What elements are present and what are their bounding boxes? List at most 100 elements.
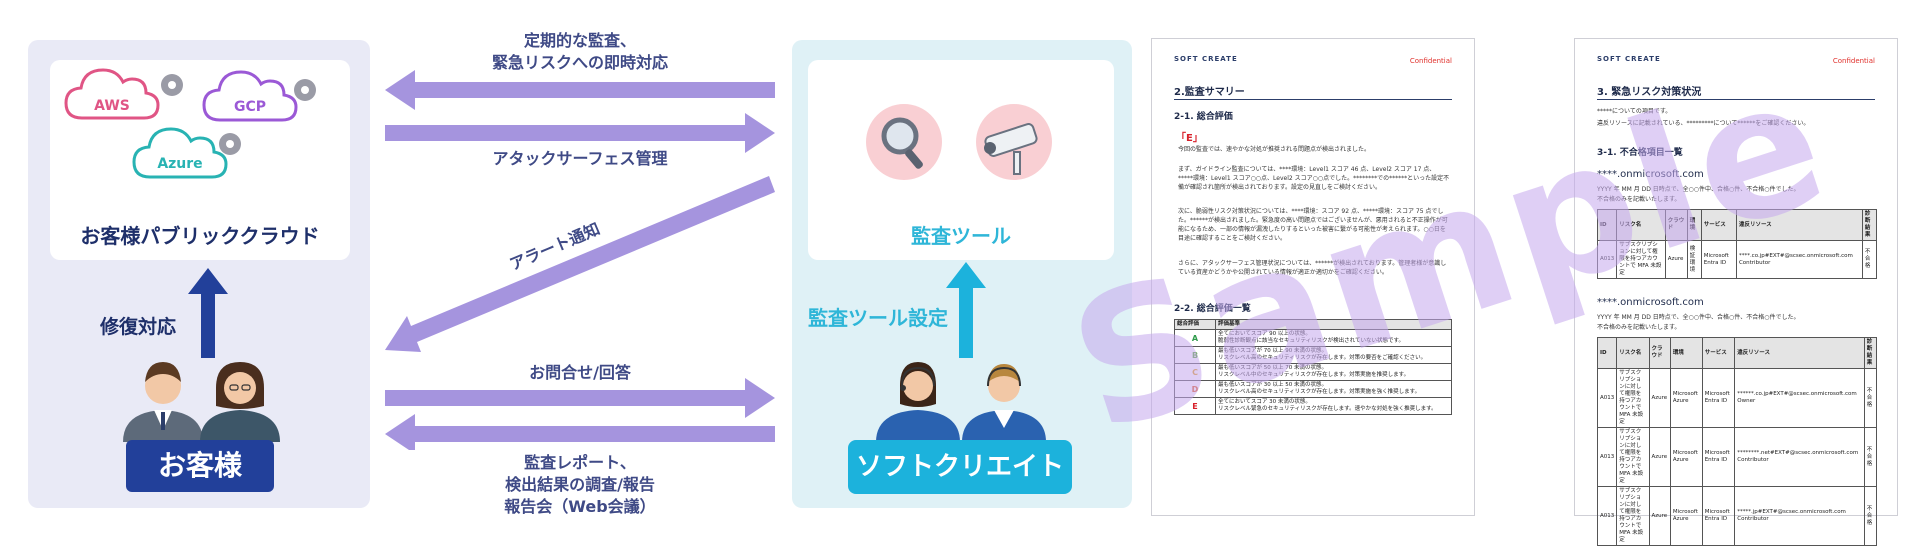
alert-arrow (385, 176, 775, 352)
table-cell-id: A013 (1596, 427, 1618, 487)
periodic-audit-label-line2: 緊急リスクへの即時対応 (491, 53, 668, 72)
table-cell-result: 不合格 (1861, 240, 1878, 279)
table-cell-env: 検証環境 (1686, 240, 1702, 279)
audit-tool-illustration (866, 104, 1052, 180)
svg-text:GCP: GCP (234, 99, 266, 115)
criteria-line: リスクレベル高のセキュリティリスクが存在します。対策の要否をご確認ください。 (1218, 355, 1427, 361)
aws-cloud-icon: AWS (64, 68, 183, 120)
table-header-cell: ID (1596, 337, 1618, 369)
doc2-intro-2: 違反リソースに記載されている、*********について******をご確認くだ… (1597, 120, 1810, 127)
softcreate-logo: SOFT CREATE (1597, 55, 1661, 63)
audit-tool-card (808, 60, 1114, 260)
table-cell-id: A013 (1596, 240, 1618, 279)
table-header-cell: 違反リソース (1735, 209, 1863, 241)
table-cell-service: Microsoft Entra ID (1701, 368, 1736, 428)
female-operator-icon (876, 362, 960, 442)
table-cell-cloud: Azure (1648, 427, 1671, 487)
tool-setting-up-arrow (946, 262, 986, 358)
softcreate-logo: SOFT CREATE (1174, 55, 1238, 63)
table-cell-env: Microsoft Azure (1669, 427, 1703, 487)
attack-surface-arrow (385, 113, 775, 153)
table-header-cell: ID (1596, 209, 1618, 241)
security-camera-icon (976, 104, 1052, 180)
table-header-cell: クラウド (1664, 209, 1688, 241)
summary-paragraph-4: さらに、アタックサーフェス管理状況については、******が検出されております。… (1178, 260, 1447, 276)
inquiry-label: お問合せ/回答 (529, 363, 631, 382)
criteria-cell: 全てにおいてスコア 30 未満の状態。リスクレベル緊急のセキュリティリスクが存在… (1215, 397, 1452, 415)
tenant-2-note-2: 不合格のみを記載いたします。 (1597, 324, 1681, 331)
male-customer-icon (123, 362, 203, 442)
table-header-cell: 総合評価 (1174, 319, 1216, 330)
table-header-cell: リスク名 (1616, 337, 1650, 369)
confidential-label: Confidential (1409, 57, 1452, 65)
criteria-line: リスクレベル高のセキュリティリスクが存在します。対策実施を強く推奨します。 (1218, 389, 1421, 395)
table-header-cell: サービス (1701, 337, 1736, 369)
criteria-line: 最も低いスコアが 30 以上 50 未満の状態。 (1218, 382, 1327, 388)
table-header-cell: 環境 (1669, 337, 1703, 369)
table-cell-service: Microsoft Entra ID (1700, 240, 1737, 279)
flow-arrows (385, 70, 775, 450)
criteria-cell: 最も低いスコアが 70 以上 90 未満の状態。リスクレベル高のセキュリティリス… (1215, 346, 1452, 364)
doc1-title: 2.監査サマリー (1174, 87, 1245, 98)
grade-cell: E (1174, 397, 1216, 415)
table-cell-risk: サブスクリプションに対して権限を持つアカウントで MFA 未設定 (1616, 240, 1666, 279)
doc2-title: 3. 緊急リスク対策状況 (1597, 87, 1702, 98)
tenant-1-note-1: YYYY 年 MM 月 DD 日時点で、全○○件中、合格○件、不合格○件でした。 (1597, 186, 1800, 193)
section-3-1-heading: 3-1. 不合格項目一覧 (1597, 148, 1683, 158)
table-cell-resource: ********.net#EXT#@scsec.onmicrosoft.com … (1734, 427, 1865, 487)
table-cell-result: 不合格 (1863, 486, 1878, 546)
azure-cloud-icon: Azure (132, 127, 241, 179)
tenant-1-note-2: 不合格のみを記載いたします。 (1597, 196, 1681, 203)
criteria-line: 全てにおいてスコア 30 未満の状態。 (1218, 399, 1311, 405)
audit-summary-document: SOFT CREATE Confidential 2.監査サマリー 2-1. 総… (1151, 38, 1475, 516)
table-cell-env: Microsoft Azure (1669, 486, 1703, 546)
attack-surface-label: アタックサーフェス管理 (492, 149, 668, 168)
table-cell-service: Microsoft Entra ID (1701, 486, 1736, 546)
table-cell-cloud: Azure (1664, 240, 1688, 279)
table-header-cell: 診断結果 (1861, 209, 1878, 241)
tool-setting-label: 監査ツール設定 (808, 306, 948, 330)
customer-people-illustration (123, 362, 280, 442)
female-customer-icon (200, 362, 280, 442)
criteria-cell: 最も低いスコアが 30 以上 50 未満の状態。リスクレベル高のセキュリティリス… (1215, 380, 1452, 398)
report-label-line3: 報告会（Web会議） (504, 497, 656, 516)
criteria-cell: 最も低いスコアが 50 以上 70 未満の状態。リスクレベル中のセキュリティリス… (1215, 363, 1452, 381)
summary-paragraph-3: 次に、脆弱性リスク対策状況については、****環境：スコア 92 点、*****… (1178, 208, 1448, 242)
inquiry-arrow (385, 378, 775, 418)
svg-text:Azure: Azure (157, 156, 202, 172)
tenant-2-note-1: YYYY 年 MM 月 DD 日時点で、全○○件中、合格○件、不合格○件でした。 (1597, 314, 1800, 321)
section-2-2-heading: 2-2. 総合評価一覧 (1174, 304, 1251, 314)
periodic-audit-label: 定期的な監査、 緊急リスクへの即時対応 (430, 30, 730, 74)
tenant-2-name: ****.onmicrosoft.com (1597, 297, 1704, 308)
title-rule (1174, 99, 1452, 100)
grade-cell: B (1174, 346, 1216, 364)
criteria-cell: 全てにおいてスコア 90 以上の状態。脆弱性診断観点に該当なセキュリティリスクが… (1215, 329, 1452, 347)
emergency-risk-document: SOFT CREATE Confidential 3. 緊急リスク対策状況 **… (1574, 38, 1898, 546)
confidential-label: Confidential (1832, 57, 1875, 65)
table-cell-env: Microsoft Azure (1669, 368, 1703, 428)
criteria-line: リスクレベル中のセキュリティリスクが存在します。対策実施を推奨します。 (1218, 372, 1410, 378)
customer-badge: お客様 (126, 440, 274, 492)
table-cell-id: A013 (1596, 486, 1618, 546)
repair-up-arrow (188, 268, 228, 358)
criteria-line: 最も低いスコアが 50 以上 70 未満の状態。 (1218, 365, 1327, 371)
summary-paragraph-1: 今回の監査では、速やかな対処が推奨される問題点が検出されました。 (1178, 146, 1371, 153)
table-header-row: 総合評価 評価基準 (1174, 319, 1452, 330)
magnifier-icon (866, 104, 942, 180)
table-cell-result: 不合格 (1863, 427, 1878, 487)
report-label: 監査レポート、 検出結果の調査/報告 報告会（Web会議） (430, 452, 730, 518)
table-cell-result: 不合格 (1863, 368, 1878, 428)
grade-cell: C (1174, 363, 1216, 381)
audit-tool-label: 監査ツール (911, 224, 1011, 248)
